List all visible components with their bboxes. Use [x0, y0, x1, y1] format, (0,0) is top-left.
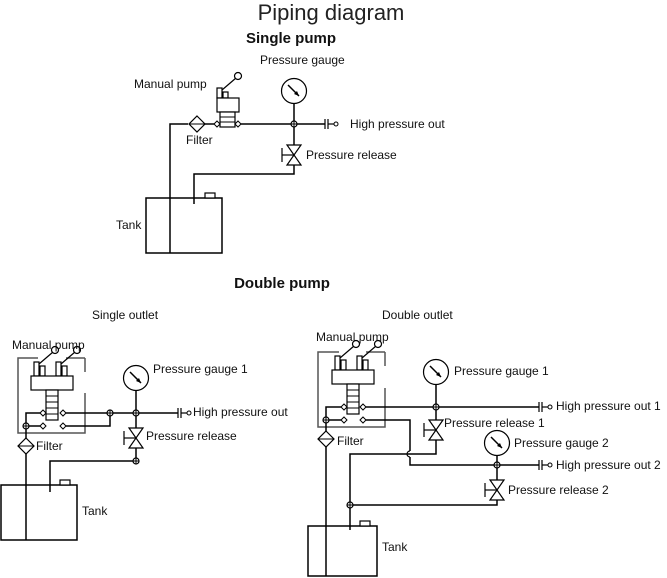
label-tank: Tank — [82, 504, 108, 518]
label-high-pressure-out-2: High pressure out 2 — [556, 458, 661, 472]
double-pump-heading: Double pump — [234, 275, 330, 292]
pressure-release-valve-2-icon — [484, 479, 505, 501]
outlet-coupler-1-icon — [538, 401, 553, 413]
label-filter: Filter — [337, 434, 364, 448]
junction-icon — [290, 120, 298, 128]
label-manual-pump: Manual pump — [134, 77, 207, 91]
label-high-pressure-out-1: High pressure out 1 — [556, 399, 661, 413]
label-pressure-release-1: Pressure release 1 — [444, 416, 545, 430]
filter-icon — [317, 430, 335, 448]
label-pressure-gauge-1: Pressure gauge 1 — [454, 364, 549, 378]
label-manual-pump: Manual pump — [12, 338, 85, 352]
label-high-pressure-out: High pressure out — [193, 405, 288, 419]
tank-single — [145, 197, 223, 254]
label-pressure-gauge-2: Pressure gauge 2 — [514, 436, 609, 450]
junction-icon — [432, 403, 440, 411]
manual-pump-icon — [216, 71, 243, 128]
label-filter: Filter — [36, 439, 63, 453]
label-pressure-gauge: Pressure gauge — [260, 53, 345, 67]
diagram-title: Piping diagram — [258, 0, 405, 25]
label-high-pressure-out: High pressure out — [350, 117, 445, 131]
single-pump-heading: Single pump — [246, 30, 336, 47]
double-pump-double-outlet-schematic — [307, 341, 553, 577]
outlet-coupler-2-icon — [538, 459, 553, 471]
outlet-coupler-icon — [324, 118, 339, 130]
pressure-gauge-2-icon — [483, 429, 511, 457]
label-pressure-gauge-1: Pressure gauge 1 — [153, 362, 248, 376]
tank-cap-icon — [204, 192, 216, 199]
pressure-release-valve-icon — [281, 144, 302, 166]
pressure-release-valve-icon — [123, 427, 144, 449]
label-pressure-release-2: Pressure release 2 — [508, 483, 609, 497]
single-pump-schematic — [145, 71, 339, 254]
pressure-gauge-1-icon — [122, 364, 150, 392]
junction-icon — [132, 409, 140, 417]
outlet-coupler-icon — [177, 407, 192, 419]
label-tank: Tank — [382, 540, 408, 554]
label-pressure-release: Pressure release — [306, 148, 397, 162]
double-pump-single-outlet-schematic — [0, 347, 192, 541]
pressure-release-valve-1-icon — [423, 419, 444, 441]
label-filter: Filter — [186, 133, 213, 147]
tank-double-outlet — [307, 525, 378, 577]
filter-icon — [188, 115, 206, 133]
pressure-gauge-1-icon — [422, 358, 450, 386]
filter-icon — [17, 437, 35, 455]
single-outlet-subheading: Single outlet — [92, 308, 159, 322]
pressure-gauge-icon — [280, 77, 308, 105]
label-manual-pump: Manual pump — [316, 330, 389, 344]
label-pressure-release: Pressure release — [146, 429, 237, 443]
label-tank: Tank — [116, 218, 142, 232]
junction-icon — [493, 461, 501, 469]
tank-double-single-outlet — [0, 484, 78, 541]
double-outlet-subheading: Double outlet — [382, 308, 453, 322]
